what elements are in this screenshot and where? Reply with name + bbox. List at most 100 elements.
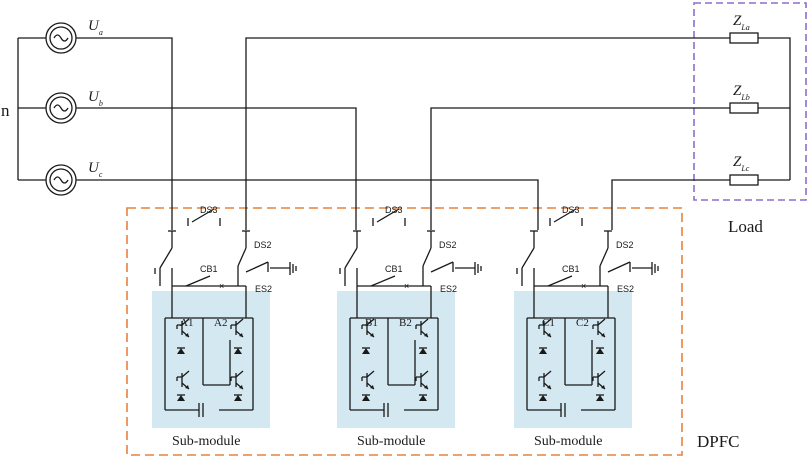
- igbt-left-lower-gate: [361, 376, 367, 381]
- igbt-right-lower: [592, 370, 606, 390]
- igbt-right-lower-gate: [415, 376, 421, 381]
- ds2-leads: [422, 231, 432, 286]
- dc-capacitor: [383, 403, 389, 417]
- igbt-left-upper-arrow: [185, 333, 189, 337]
- ds2-label: DS2: [439, 240, 457, 250]
- submodule-panel: [152, 291, 270, 428]
- ds2-leads: [237, 231, 247, 286]
- bridge-feed: [356, 286, 432, 318]
- igbt-left-lower-arrow: [185, 385, 189, 389]
- ds2-label: DS2: [254, 240, 272, 250]
- igbt-left-lower: [361, 370, 375, 390]
- igbt-right-lower-gate: [230, 376, 236, 381]
- cb1-label: CB1: [562, 264, 580, 274]
- bridge-feed: [171, 286, 247, 318]
- diode-right-lower-body: [419, 395, 427, 401]
- load-a-label: ZLa: [733, 13, 750, 32]
- ds2-switch: [422, 247, 432, 267]
- cb1-label: CB1: [385, 264, 403, 274]
- wire-phase-b-out: [430, 107, 730, 230]
- igbt-left-upper-gate: [176, 324, 182, 329]
- diode-left-upper: [539, 347, 547, 354]
- ds-input-leads: [154, 231, 173, 286]
- diode-right-lower: [419, 394, 427, 401]
- bridge-midpoints: [564, 318, 593, 386]
- igbt-right-lower-arrow: [601, 385, 605, 389]
- diode-right-lower-body: [234, 395, 242, 401]
- dpfc-box: [126, 207, 683, 456]
- cb1-cross: ×: [404, 281, 409, 291]
- bridge-left-label: B1: [365, 317, 378, 329]
- diode-left-lower-body: [177, 395, 185, 401]
- diode-right-upper-body: [419, 348, 427, 354]
- earth-symbol: [455, 262, 482, 275]
- bridge-left-label: A1: [180, 317, 193, 329]
- igbt-left-upper-gate: [361, 324, 367, 329]
- igbt-left-upper-arrow: [370, 333, 374, 337]
- igbt-left-lower-arrow: [547, 385, 551, 389]
- source-a: [45, 22, 77, 54]
- ds3-label: DS3: [385, 205, 403, 215]
- load-box: [693, 2, 807, 201]
- diode-left-lower: [177, 394, 185, 401]
- es2-switch: [430, 261, 454, 273]
- source-a-label: Ua: [88, 18, 103, 37]
- es2-label: ES2: [440, 284, 457, 294]
- igbt-right-upper: [592, 318, 606, 338]
- submodule-caption: Sub-module: [172, 434, 240, 449]
- igbt-right-lower-arrow: [424, 385, 428, 389]
- igbt-right-upper: [230, 318, 244, 338]
- load-c-label: ZLc: [733, 154, 750, 173]
- load-impedance-a: [729, 32, 759, 44]
- wire-phase-c-out: [611, 179, 730, 230]
- bridge-midpoints: [202, 318, 231, 386]
- bridge-right-label: C2: [576, 317, 589, 329]
- bridge-feed: [533, 286, 609, 318]
- ds3-switch: [549, 208, 583, 226]
- wire-phase-a-out: [245, 37, 730, 230]
- igbt-right-upper-gate: [592, 324, 598, 329]
- igbt-left-lower: [176, 370, 190, 390]
- cb1-switch: [547, 275, 573, 287]
- bridge-frame: [526, 317, 616, 411]
- diode-right-upper: [419, 347, 427, 354]
- neutral-bus: [17, 37, 46, 181]
- load-box-label: Load: [728, 217, 763, 236]
- diode-right-upper-body: [234, 348, 242, 354]
- wire-phase-b-in: [76, 107, 357, 230]
- wire-phase-a-in: [76, 37, 173, 230]
- diode-left-lower-body: [362, 395, 370, 401]
- igbt-left-upper: [538, 318, 552, 338]
- source-b-label: Ub: [88, 89, 103, 108]
- load-b-label: ZLb: [733, 83, 750, 102]
- diode-left-upper-body: [177, 348, 185, 354]
- igbt-left-lower: [538, 370, 552, 390]
- igbt-left-upper: [361, 318, 375, 338]
- cb1-switch: [370, 275, 396, 287]
- load-star-point: [758, 37, 791, 181]
- diode-right-upper-body: [596, 348, 604, 354]
- ds-input-switch: [344, 247, 358, 269]
- diode-left-lower-body: [539, 395, 547, 401]
- igbt-left-lower-gate: [176, 376, 182, 381]
- submodule-panel: [337, 291, 455, 428]
- igbt-right-lower-arrow: [239, 385, 243, 389]
- source-c: [45, 164, 77, 196]
- bridge-midpoints: [387, 318, 416, 386]
- diode-left-lower: [362, 394, 370, 401]
- ds3-label: DS3: [562, 205, 580, 215]
- earth-symbol: [632, 262, 659, 275]
- diode-left-lower: [539, 394, 547, 401]
- load-impedance-c: [729, 174, 759, 186]
- ds3-switch: [372, 208, 406, 226]
- bridge-frame: [164, 317, 254, 411]
- igbt-left-lower-gate: [538, 376, 544, 381]
- diode-left-upper-body: [362, 348, 370, 354]
- ds-input-switch: [521, 247, 535, 269]
- ds2-switch: [237, 247, 247, 267]
- dc-capacitor: [560, 403, 566, 417]
- neutral-label: n: [1, 101, 10, 120]
